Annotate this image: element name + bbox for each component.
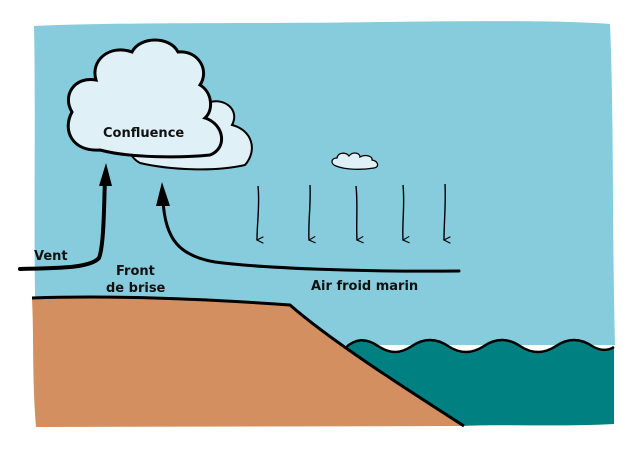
down-arrow-1 (255, 185, 264, 244)
confluence-label: Confluence (103, 126, 184, 141)
down-arrow-4 (401, 184, 410, 244)
coastline (31, 295, 465, 428)
sea (344, 340, 614, 426)
cumulus-cloud-icon (66, 38, 253, 171)
air-froid-label: Air froid marin (311, 279, 418, 294)
small-cloud-icon (331, 152, 379, 170)
land (32, 297, 464, 427)
front-label-line2: de brise (106, 281, 166, 296)
wind-arrow (18, 176, 107, 271)
wind-arrow-head (99, 163, 112, 186)
down-arrow-5 (442, 183, 451, 244)
marine-air-arrow (161, 198, 461, 273)
down-arrow-3 (355, 185, 364, 244)
marine-air-arrow-head (156, 182, 170, 206)
sea-wave-line (344, 338, 615, 354)
vent-label: Vent (34, 249, 68, 264)
subsidence-arrows (255, 183, 451, 244)
front-label-line1: Front (116, 264, 155, 279)
down-arrow-2 (307, 184, 316, 244)
